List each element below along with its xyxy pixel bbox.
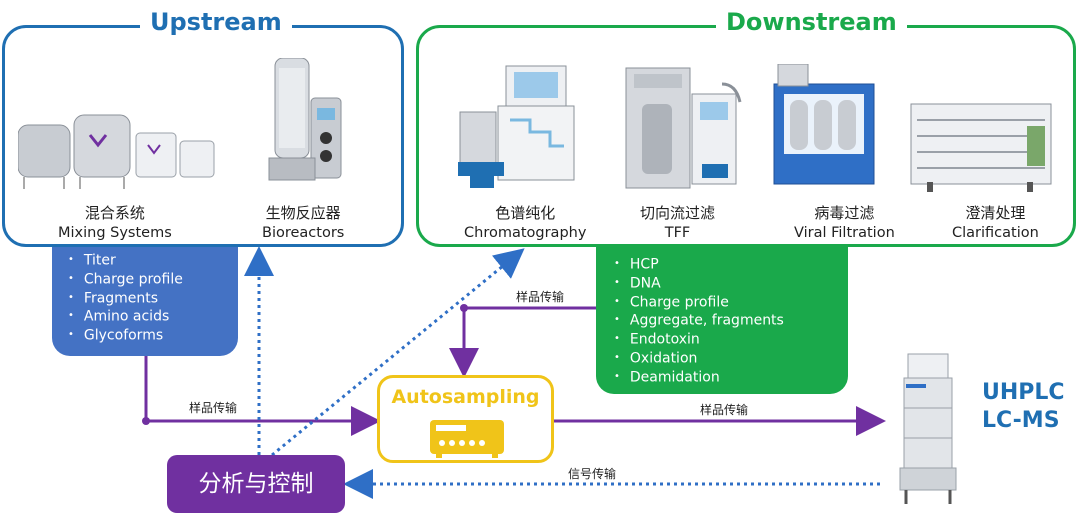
metric-item: Aggregate, fragments bbox=[614, 311, 848, 330]
equipment-en-label: Clarification bbox=[952, 225, 1039, 241]
equipment-cn-label: 病毒过滤 bbox=[814, 204, 875, 222]
mixing-tanks-icon bbox=[18, 114, 215, 189]
tff-system-icon bbox=[625, 67, 742, 189]
metric-item: HCP bbox=[614, 255, 848, 274]
sample-line-downstream bbox=[449, 306, 596, 378]
autosampler-icon bbox=[430, 420, 504, 458]
instrument-line-1: UHPLC bbox=[982, 380, 1065, 405]
equipment-cn-label: 切向流过滤 bbox=[640, 204, 716, 222]
flow-label-sample-upstream: 样品传输 bbox=[189, 401, 238, 415]
equipment-clarification: 澄清处理 Clarification bbox=[952, 203, 1039, 243]
upstream-metrics-box: Titer Charge profile Fragments Amino aci… bbox=[52, 247, 238, 356]
equipment-chromatography: 色谱纯化 Chromatography bbox=[464, 203, 586, 243]
downstream-metrics-box: HCP DNA Charge profile Aggregate, fragme… bbox=[596, 247, 848, 394]
metric-item: Oxidation bbox=[614, 349, 848, 368]
equipment-tff: 切向流过滤 TFF bbox=[640, 203, 715, 243]
equipment-cn-label: 色谱纯化 bbox=[495, 204, 556, 222]
metric-item: Titer bbox=[68, 251, 238, 270]
analysis-control-box: 分析与控制 bbox=[167, 455, 345, 513]
flow-label-sample-downstream: 样品传输 bbox=[516, 290, 565, 304]
metric-item: Endotoxin bbox=[614, 330, 848, 349]
instrument-label: UHPLC LC-MS bbox=[982, 379, 1065, 435]
equipment-en-label: Mixing Systems bbox=[58, 225, 172, 241]
metric-item: Amino acids bbox=[68, 307, 238, 326]
autosampling-title: Autosampling bbox=[391, 386, 540, 408]
equipment-mixing-systems: 混合系统 Mixing Systems bbox=[58, 203, 172, 243]
metric-item: Charge profile bbox=[68, 270, 238, 289]
signal-line-downstream bbox=[271, 248, 525, 457]
bioreactor-icon bbox=[268, 58, 342, 181]
downstream-title: Downstream bbox=[716, 8, 907, 36]
autosampling-box: Autosampling bbox=[377, 375, 554, 463]
equipment-en-label: Viral Filtration bbox=[794, 225, 895, 241]
equipment-en-label: TFF bbox=[664, 225, 691, 241]
metric-item: DNA bbox=[614, 274, 848, 293]
equipment-cn-label: 生物反应器 bbox=[265, 204, 341, 222]
clarification-rack-icon bbox=[910, 103, 1052, 192]
equipment-en-label: Bioreactors bbox=[262, 225, 345, 241]
equipment-cn-label: 混合系统 bbox=[84, 204, 145, 222]
flow-label-sample-instrument: 样品传输 bbox=[700, 403, 749, 417]
sample-dot-downstream bbox=[460, 304, 468, 312]
chromatography-skid-icon bbox=[458, 65, 575, 188]
equipment-viral-filtration: 病毒过滤 Viral Filtration bbox=[794, 203, 895, 243]
lc-ms-instrument-icon bbox=[899, 353, 957, 504]
equipment-cn-label: 澄清处理 bbox=[965, 204, 1026, 222]
sample-dot-upstream bbox=[142, 417, 150, 425]
instrument-line-2: LC-MS bbox=[982, 408, 1060, 433]
upstream-title: Upstream bbox=[140, 8, 292, 36]
equipment-bioreactors: 生物反应器 Bioreactors bbox=[262, 203, 344, 243]
metric-item: Deamidation bbox=[614, 368, 848, 387]
flow-label-signal: 信号传输 bbox=[568, 467, 617, 481]
metric-item: Charge profile bbox=[614, 293, 848, 312]
metric-item: Fragments bbox=[68, 289, 238, 308]
equipment-en-label: Chromatography bbox=[464, 225, 587, 241]
viral-filtration-icon bbox=[773, 64, 875, 185]
metric-item: Glycoforms bbox=[68, 326, 238, 345]
